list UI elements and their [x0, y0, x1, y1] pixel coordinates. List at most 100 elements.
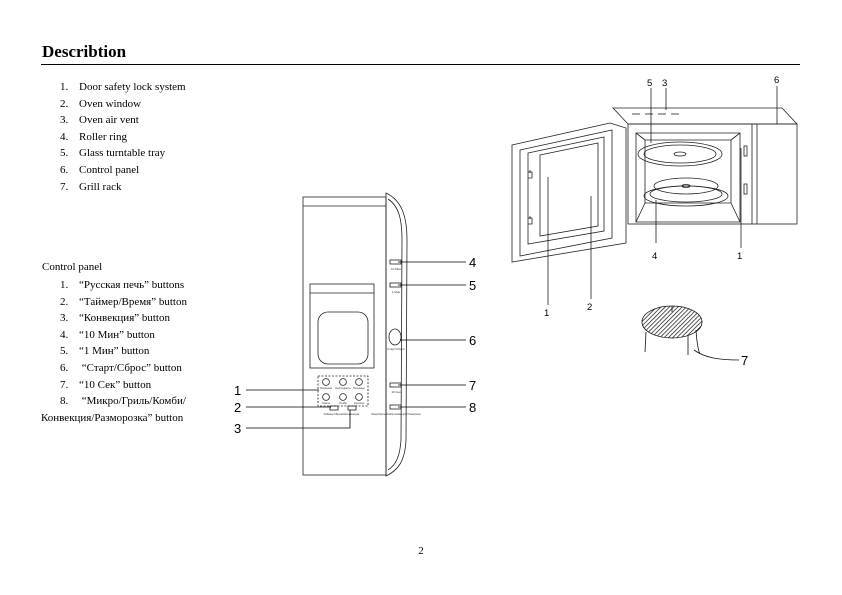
callout-number: 6	[469, 333, 476, 348]
list-label: Oven window	[79, 97, 142, 110]
list-number: 7.	[60, 180, 69, 193]
panel-body	[302, 196, 387, 476]
ten-sec-label: 10 Сек	[391, 390, 401, 394]
oven-window	[527, 136, 605, 245]
list-label: Roller ring	[79, 130, 127, 143]
parts-list: 1.Door safety lock system 2.Oven window …	[60, 79, 186, 195]
list-label: “10 Мин” button	[79, 328, 155, 341]
list-item: 2. Oven window	[60, 96, 186, 113]
callout-number: 1	[234, 383, 241, 398]
callout-number: 5	[647, 78, 652, 89]
mode-label: Микро/Гриль/Комби/ Конвекция/ Разморозка	[371, 413, 421, 416]
grill-rack	[641, 305, 740, 361]
list-item: 5.“1 Мин” button	[60, 343, 187, 360]
title-underline	[41, 64, 800, 65]
list-item: 3. Oven air vent	[60, 112, 186, 129]
oven-cavity	[635, 132, 741, 223]
list-item: 8. “Микро/Гриль/Комби/	[60, 393, 187, 410]
oven-door	[511, 122, 627, 263]
callout-number: 4	[652, 251, 657, 262]
start-reset-knob	[388, 328, 402, 346]
oven-callouts: 5 3 6 4 1 1 2	[544, 75, 779, 319]
russian-oven-label: Рыба	[339, 401, 347, 405]
glass-tray	[653, 177, 719, 195]
russian-oven-button	[322, 378, 330, 386]
button-group-box	[317, 375, 369, 407]
list-item: 1.“Русская печь” buttons	[60, 277, 187, 294]
list-number: 1.	[60, 81, 69, 93]
grill-callout-line	[693, 349, 740, 361]
callout-number: 7	[469, 378, 476, 393]
convection-button	[347, 405, 357, 411]
page-title: Describtion	[42, 42, 127, 61]
oven-cavity-back	[644, 139, 732, 204]
callout-number: 2	[587, 302, 592, 313]
callout-number: 7	[741, 353, 748, 368]
list-label: “10 Сек” button	[79, 378, 152, 391]
russian-oven-button	[355, 378, 363, 386]
list-item: 6.Control panel	[60, 162, 186, 179]
russian-oven-button	[322, 393, 330, 401]
list-label: Control panel	[79, 163, 140, 176]
list-number: 3.	[60, 312, 69, 325]
panel-side	[385, 192, 408, 477]
timer-button	[329, 405, 339, 411]
russian-oven-label: Курица	[354, 401, 364, 405]
oven-top	[612, 107, 798, 125]
russian-oven-label: Печенье	[353, 386, 365, 390]
timer-label: Таймер/ Время	[323, 412, 345, 416]
latch-hole	[743, 183, 748, 195]
list-number: 4.	[60, 328, 69, 341]
callout-number: 3	[662, 78, 667, 89]
list-item: 1.Door safety lock system	[60, 79, 186, 96]
list-label: “Старт/Сброс” button	[79, 361, 182, 374]
panel-side-inner	[387, 198, 403, 471]
glass-tray-lower	[649, 185, 723, 203]
callout-number: 8	[469, 400, 476, 415]
latch-hole	[743, 145, 748, 157]
list-number: 5.	[60, 147, 69, 160]
list-number: 8.	[60, 395, 69, 408]
display-frame	[309, 283, 375, 369]
list-item: 3. “Конвекция” button	[60, 310, 187, 327]
list-item: 7. Grill rack	[60, 179, 186, 196]
list-number: 3.	[60, 114, 69, 127]
list-number: 4.	[60, 130, 69, 143]
convection-label: Конвекция	[345, 412, 360, 416]
list-item: 6. “Старт/Сброс” button	[60, 360, 187, 377]
panel-callout-lines	[246, 261, 466, 429]
russian-oven-label: Картофель	[335, 386, 351, 390]
oven-drawing	[511, 107, 798, 263]
panel-labels: Пирожки Картофель Печенье Каша Рыба Кури…	[320, 267, 421, 416]
list-item-continuation: Конвекция/Разморозка” button	[41, 411, 184, 424]
list-label: “Таймер/Время” button	[79, 295, 187, 308]
start-reset-label: Старт/Сброс	[387, 347, 405, 351]
callout-number: 3	[234, 421, 241, 436]
callout-number: 6	[774, 75, 779, 86]
callout-number: 2	[234, 400, 241, 415]
ten-min-label: 10 Мин	[391, 267, 401, 271]
oven-callout-lines	[547, 86, 778, 305]
list-item: 4. “10 Мин” button	[60, 327, 187, 344]
list-number: 7.	[60, 378, 69, 391]
list-number: 2.	[60, 97, 69, 110]
list-label: Grill rack	[79, 180, 122, 193]
oven-body	[627, 123, 798, 225]
list-label: “Русская печь” buttons	[79, 279, 185, 291]
russian-oven-label: Пирожки	[320, 386, 332, 390]
list-label: Glass turntable tray	[79, 147, 166, 160]
list-item: 4. Roller ring	[60, 129, 186, 146]
list-label: Oven air vent	[79, 114, 139, 127]
page-number: 2	[418, 545, 424, 557]
control-panel-list: 1.“Русская печь” buttons 2. “Таймер/Время…	[41, 277, 187, 426]
russian-oven-button	[339, 378, 347, 386]
russian-oven-button	[339, 393, 347, 401]
one-min-label: 1 Мин	[392, 290, 401, 294]
list-label: “1 Мин” button	[79, 345, 150, 358]
list-number: 2.	[60, 295, 69, 308]
list-item: 2. “Таймер/Время” button	[60, 294, 187, 311]
list-label: “Конвекция” button	[79, 312, 170, 325]
door-latch	[528, 216, 533, 225]
list-item: 5. Glass turntable tray	[60, 145, 186, 162]
russian-oven-button	[355, 393, 363, 401]
